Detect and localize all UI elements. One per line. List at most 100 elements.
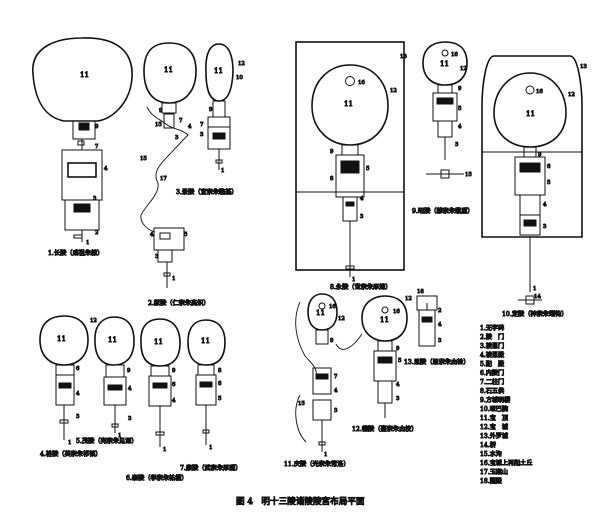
svg-text:11: 11 xyxy=(344,100,353,108)
svg-text:4: 4 xyxy=(188,124,192,130)
svg-text:3: 3 xyxy=(76,414,80,420)
svg-text:4: 4 xyxy=(104,166,108,172)
legend-item: 7.二柱门 xyxy=(480,378,504,386)
svg-text:9: 9 xyxy=(396,346,400,352)
legend: 1.无字碑 2.陵 门 3.祾恩门 4.祾恩殿 5.配 殿 6.内陵门 7.二柱… xyxy=(480,324,533,486)
plan-dingling: 11 16 12 13 9 6 5 4 3 1 14 10.定陵（神宗朱翊钧） xyxy=(481,55,588,319)
svg-text:11: 11 xyxy=(201,337,210,345)
svg-text:12: 12 xyxy=(238,61,245,67)
svg-text:4: 4 xyxy=(150,232,154,238)
caption-6: 6.泰陵（孝宗朱祐樘） xyxy=(126,474,188,482)
svg-text:9: 9 xyxy=(127,368,131,374)
plan-changling: 11 9 7 4 3 2 1 1.长陵（成祖朱棣） xyxy=(32,37,133,258)
plan-siling: 18 2 4 3 13.思陵（思宗朱由检） xyxy=(404,289,471,367)
svg-text:4: 4 xyxy=(543,202,547,208)
svg-text:4: 4 xyxy=(334,388,338,394)
plan-jingling: 11 9 7 4 3 15 15 17 3.景陵（宣宗朱瞻基） xyxy=(140,42,238,197)
figure-title: 图 4 明十三陵诸陵陵宫布局平面 xyxy=(236,495,365,507)
svg-text:11: 11 xyxy=(526,110,535,118)
svg-text:4: 4 xyxy=(458,124,462,130)
svg-text:3: 3 xyxy=(455,142,459,148)
caption-9: 9.昭陵（穆宗朱载垕） xyxy=(412,207,474,215)
svg-text:4: 4 xyxy=(172,398,176,404)
svg-text:1: 1 xyxy=(324,452,327,458)
svg-text:11: 11 xyxy=(316,309,325,317)
svg-text:1: 1 xyxy=(352,277,355,283)
svg-text:5: 5 xyxy=(547,180,551,186)
svg-text:7: 7 xyxy=(334,374,338,380)
legend-item: 13.外罗城 xyxy=(480,432,508,440)
svg-text:7: 7 xyxy=(200,122,204,128)
svg-text:9: 9 xyxy=(458,86,462,92)
caption-1: 1.长陵（成祖朱棣） xyxy=(48,249,103,257)
svg-text:7: 7 xyxy=(95,144,99,150)
svg-text:2: 2 xyxy=(95,230,98,236)
svg-text:3: 3 xyxy=(128,416,132,422)
svg-text:16: 16 xyxy=(536,89,543,95)
svg-text:1: 1 xyxy=(533,286,536,292)
plan-tailing: 11 9 6 4 1 6.泰陵（孝宗朱祐樘） xyxy=(126,318,188,483)
svg-text:5: 5 xyxy=(458,106,462,112)
caption-7: 7.康陵（武宗朱厚照） xyxy=(180,464,242,472)
plan-xianling: 4 5 3 1 2.献陵（仁宗朱高炽） xyxy=(148,227,210,308)
legend-item: 8.石五供 xyxy=(480,387,504,395)
svg-text:12: 12 xyxy=(338,316,345,322)
svg-text:11: 11 xyxy=(164,66,173,74)
svg-text:1: 1 xyxy=(172,276,175,282)
svg-text:18: 18 xyxy=(417,289,424,295)
plan-maoling: 11 9 4 3 1 5.茂陵（宪宗朱见深） xyxy=(76,316,138,446)
legend-item: 2.陵 门 xyxy=(480,333,504,341)
legend-item: 18.圜殿 xyxy=(480,478,502,485)
svg-text:11: 11 xyxy=(154,338,163,346)
svg-text:11: 11 xyxy=(80,71,89,79)
svg-text:11: 11 xyxy=(57,335,66,343)
caption-12: 12.德陵（熹宗朱由校） xyxy=(352,425,418,433)
svg-text:4: 4 xyxy=(360,196,364,202)
svg-text:6: 6 xyxy=(547,164,551,170)
svg-text:12: 12 xyxy=(90,318,97,324)
caption-11: 11.庆陵（光宗朱常洛） xyxy=(284,460,350,468)
svg-text:3: 3 xyxy=(396,396,400,402)
svg-text:9: 9 xyxy=(172,368,176,374)
svg-text:1: 1 xyxy=(221,168,224,174)
svg-text:9: 9 xyxy=(209,107,213,113)
legend-item: 9.方城明楼 xyxy=(480,396,510,404)
legend-item: 3.祾恩门 xyxy=(480,342,504,350)
svg-text:5: 5 xyxy=(184,232,188,238)
legend-item: 1.无字碑 xyxy=(480,324,504,332)
legend-item: 5.配 殿 xyxy=(480,361,504,368)
svg-text:3: 3 xyxy=(438,338,442,344)
svg-text:9: 9 xyxy=(330,149,334,155)
svg-text:12: 12 xyxy=(460,66,467,72)
caption-10: 10.定陵（神宗朱翊钧） xyxy=(502,310,568,318)
svg-text:10: 10 xyxy=(236,75,243,81)
svg-text:16: 16 xyxy=(329,304,336,310)
caption-3: 3.景陵（宣宗朱瞻基） xyxy=(176,188,238,196)
plan-deling: 11 16 12 9 5 4 3 12.德陵（熹宗朱由校） xyxy=(352,295,418,434)
caption-2: 2.献陵（仁宗朱高炽） xyxy=(148,299,210,307)
svg-text:1: 1 xyxy=(163,447,166,453)
svg-text:12: 12 xyxy=(390,88,397,94)
caption-13: 13.思陵（思宗朱由检） xyxy=(404,358,470,366)
svg-text:6: 6 xyxy=(218,381,222,387)
svg-text:6: 6 xyxy=(172,382,176,388)
caption-8: 8.永陵（世宗朱厚熜） xyxy=(330,283,392,291)
svg-text:16: 16 xyxy=(393,309,400,315)
plan-yongling: 11 16 9 8 5 4 3 13 12 1 8.永陵（世宗朱厚熜） xyxy=(295,41,408,292)
legend-item: 16.宝城上再起土丘 xyxy=(480,459,532,467)
svg-text:1: 1 xyxy=(118,433,121,439)
svg-text:5: 5 xyxy=(366,166,370,172)
svg-text:8: 8 xyxy=(330,176,334,182)
svg-text:9: 9 xyxy=(95,124,99,130)
svg-text:5: 5 xyxy=(218,396,222,402)
svg-text:3: 3 xyxy=(200,132,204,138)
plan-qingling: 11 16 12 9 7 4 3 15 1 11.庆陵（光宗朱常洛） xyxy=(284,293,350,469)
caption-5: 5.茂陵（宪宗朱见深） xyxy=(76,437,138,445)
svg-text:4: 4 xyxy=(128,386,132,392)
legend-item: 15.水沟 xyxy=(480,450,502,458)
svg-text:3: 3 xyxy=(93,196,97,202)
plan-kangling: 11 8 6 5 1 7.康陵（武宗朱厚照） xyxy=(180,319,242,473)
legend-item: 6.内陵门 xyxy=(480,369,504,377)
svg-text:13: 13 xyxy=(400,54,407,60)
